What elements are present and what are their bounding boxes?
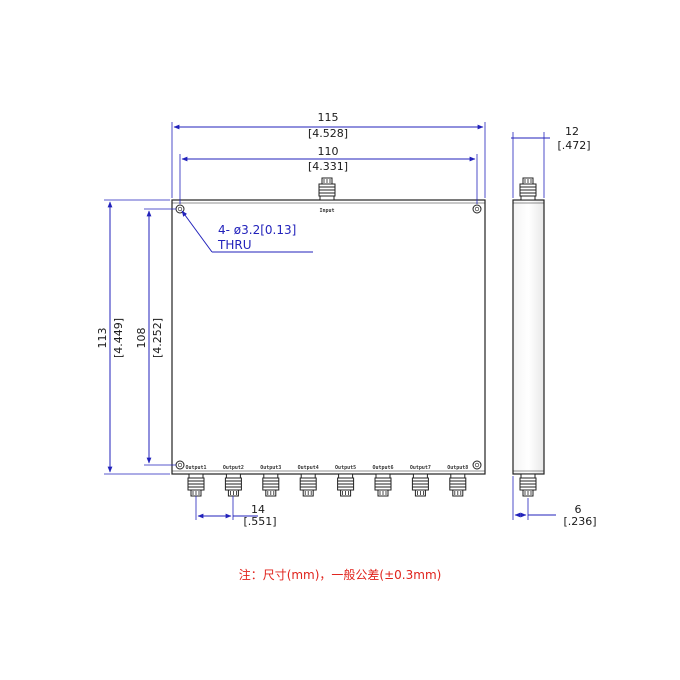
svg-text:THRU: THRU <box>217 238 251 252</box>
svg-text:[.551]: [.551] <box>243 515 276 528</box>
housing-side-view <box>512 199 545 475</box>
output-port-label: Output8 <box>447 465 468 471</box>
dim-hole-spacing-y: 108 [4.252] <box>135 208 176 466</box>
dim-overall-height: 113 [4.449] <box>96 199 170 475</box>
svg-text:115: 115 <box>318 111 339 124</box>
output-connector <box>187 473 205 497</box>
mounting-hole-bottom-right <box>472 460 482 470</box>
tolerance-note: 注：尺寸(mm)，一般公差(±0.3mm) <box>238 568 442 582</box>
dim-overall-width: 115 [4.528] <box>171 111 486 198</box>
svg-text:[4.252]: [4.252] <box>151 318 164 358</box>
dim-hole-spacing-x: 110 [4.331] <box>179 145 478 204</box>
svg-text:108: 108 <box>135 328 148 349</box>
svg-text:4- ø3.2[0.13]: 4- ø3.2[0.13] <box>218 223 296 237</box>
output-port-label: Output5 <box>335 465 356 471</box>
svg-text:[.472]: [.472] <box>557 139 590 152</box>
output-connector <box>374 473 392 497</box>
output-connectors: Output1 Output2 Output3 Output4 Output5 Outpu… <box>185 465 468 497</box>
side-input-connector <box>519 177 537 201</box>
svg-text:113: 113 <box>96 328 109 349</box>
output-connector <box>449 473 467 497</box>
dim-connector-pitch: 14 [.551] <box>195 496 277 528</box>
dim-connector-offset: 6 [.236] <box>512 476 597 528</box>
svg-text:[4.528]: [4.528] <box>308 127 348 140</box>
output-connector <box>224 473 242 497</box>
svg-text:[.236]: [.236] <box>563 515 596 528</box>
output-port-label: Output1 <box>185 465 206 471</box>
output-port-label: Output2 <box>223 465 244 471</box>
input-connector <box>318 177 336 201</box>
svg-text:110: 110 <box>318 145 339 158</box>
output-connector <box>262 473 280 497</box>
output-connector <box>411 473 429 497</box>
side-output-connector <box>519 473 537 497</box>
output-port-label: Output6 <box>372 465 393 471</box>
output-connector <box>337 473 355 497</box>
svg-text:6: 6 <box>575 503 582 516</box>
input-port-label: Input <box>319 208 334 214</box>
output-connector <box>299 473 317 497</box>
svg-text:[4.449]: [4.449] <box>112 318 125 358</box>
output-port-label: Output7 <box>410 465 431 471</box>
housing-front-view <box>171 199 486 475</box>
output-port-label: Output3 <box>260 465 281 471</box>
mounting-hole-top-right <box>472 204 482 214</box>
svg-text:[4.331]: [4.331] <box>308 160 348 173</box>
svg-text:14: 14 <box>251 503 265 516</box>
output-port-label: Output4 <box>298 465 319 471</box>
mounting-hole-callout: 4- ø3.2[0.13] THRU <box>181 210 313 253</box>
svg-text:12: 12 <box>565 125 579 138</box>
dim-thickness: 12 [.472] <box>511 125 591 198</box>
